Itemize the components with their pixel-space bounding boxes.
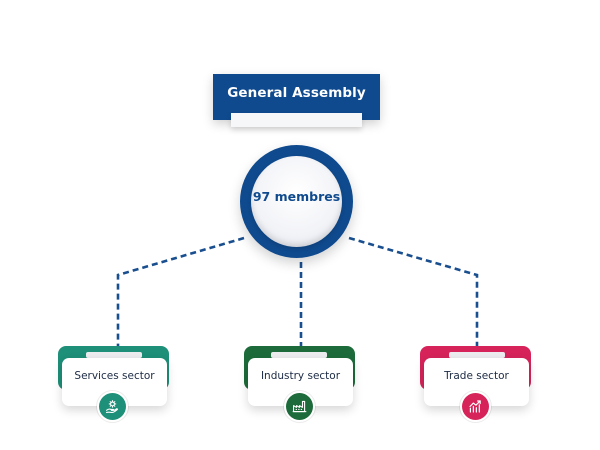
factory-icon xyxy=(286,393,313,420)
growth-chart-icon xyxy=(462,393,489,420)
general-assembly-box: General Assembly xyxy=(213,74,380,120)
services-card-tab xyxy=(86,352,142,358)
trade-sector-label: Trade sector xyxy=(444,370,509,382)
hand-gear-icon xyxy=(99,393,126,420)
connector-trade xyxy=(348,236,479,347)
members-circle: 97 membres xyxy=(251,156,342,247)
trade-card-tab xyxy=(449,352,505,358)
connector-services xyxy=(116,236,245,347)
general-assembly-title: General Assembly xyxy=(227,85,366,101)
general-assembly-plate xyxy=(231,113,362,127)
industry-card-tab xyxy=(271,352,327,358)
members-count-label: 97 membres xyxy=(252,189,341,204)
services-sector-label: Services sector xyxy=(74,370,155,382)
industry-sector-label: Industry sector xyxy=(260,370,341,382)
